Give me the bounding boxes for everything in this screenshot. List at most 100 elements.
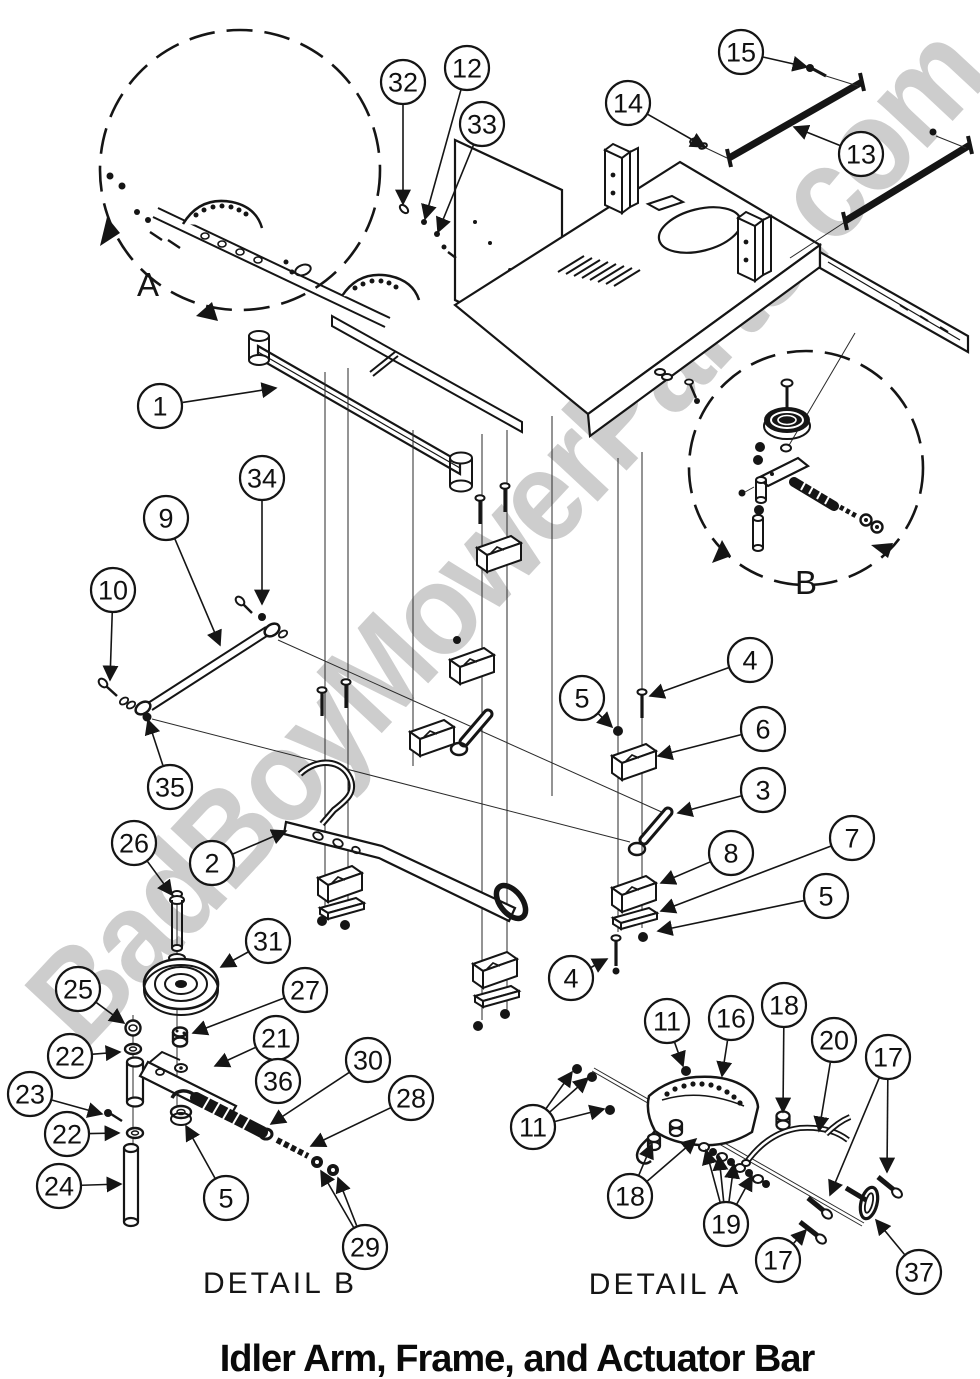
leader-line: [51, 1099, 104, 1118]
callout-32-0: 32: [379, 58, 427, 206]
callout-number: 10: [98, 576, 128, 606]
callout-number: 12: [452, 54, 482, 84]
linkage-parts: [315, 481, 674, 1031]
elbow-link-3: [627, 806, 674, 857]
ring-37: [844, 1185, 880, 1221]
callout-number: 15: [726, 38, 756, 68]
callout-29-25: 29: [320, 1169, 389, 1271]
callout-balloon: [726, 636, 774, 684]
callout-number: 37: [904, 1258, 934, 1288]
callout-balloon: [643, 997, 691, 1045]
callout-balloon: [35, 1162, 83, 1210]
circle-b-label: B: [795, 564, 817, 601]
leader-line: [144, 718, 164, 766]
callout-2-12: 2: [188, 829, 288, 887]
callout-balloon: [379, 58, 427, 106]
washer-22-upper: [123, 1042, 143, 1056]
spacer-27: [171, 1026, 189, 1048]
leader-line: [659, 845, 831, 914]
callout-22-22: 22: [43, 1110, 121, 1158]
leader-line: [545, 1070, 573, 1109]
callout-number: 7: [844, 824, 859, 854]
diagram-title: Idler Arm, Frame, and Actuator Bar: [220, 1338, 816, 1379]
callout-number: 23: [15, 1080, 45, 1110]
callout-number: 31: [253, 927, 283, 957]
callout-balloon: [142, 494, 190, 542]
callout-number: 3: [755, 776, 770, 806]
vent-slots: [557, 255, 641, 287]
leader-line: [555, 1104, 606, 1123]
callout-balloon: [188, 839, 236, 887]
callout-34-7: 34: [238, 454, 286, 606]
callout-number: 13: [846, 140, 876, 170]
leader-line: [790, 1228, 808, 1246]
callout-number: 33: [467, 110, 497, 140]
detail-circle-a: A: [98, 28, 421, 328]
leader-line: [269, 1071, 350, 1125]
callout-number: 17: [763, 1246, 793, 1276]
nuts-29: [311, 1156, 339, 1176]
c-channel-bracket: [603, 142, 639, 215]
callout-17-38: 17: [828, 1033, 912, 1197]
callout-balloon: [717, 28, 765, 76]
callout-number: 28: [396, 1084, 426, 1114]
leader-line: [763, 56, 809, 72]
callout-number: 1: [152, 392, 167, 422]
leader-line: [638, 1142, 654, 1176]
callout-balloon: [864, 1033, 912, 1081]
callout-number: 18: [615, 1182, 645, 1212]
callout-balloon: [837, 130, 885, 178]
leader-line: [828, 1077, 880, 1197]
washer-22-lower: [125, 1126, 145, 1140]
leader-line: [590, 958, 609, 973]
callout-33-2: 33: [436, 100, 506, 234]
callout-number: 17: [873, 1043, 903, 1073]
callout-balloon: [54, 965, 102, 1013]
callout-balloon: [754, 1236, 802, 1284]
leader-line: [724, 1162, 741, 1202]
callout-9-8: 9: [142, 494, 222, 647]
leader-line: [736, 1174, 753, 1205]
callout-balloon: [110, 819, 158, 867]
callout-balloon: [254, 1057, 302, 1105]
callout-37-43: 37: [874, 1218, 943, 1296]
callout-balloon: [238, 454, 286, 502]
callout-number: 5: [218, 1184, 233, 1214]
leader-line: [102, 612, 119, 682]
detail-b-label: DETAIL B: [203, 1267, 357, 1300]
leader-line: [232, 829, 288, 855]
callout-27-15: 27: [191, 966, 329, 1036]
callout-13-5: 13: [792, 124, 885, 178]
callout-number: 26: [119, 829, 149, 859]
leader-line: [656, 733, 741, 761]
callout-15-4: 15: [717, 28, 809, 76]
callout-26-11: 26: [110, 819, 173, 897]
callout-28-20: 28: [309, 1074, 435, 1147]
callout-36-18: 36: [254, 1057, 302, 1105]
callout-16-35: 16: [707, 994, 755, 1078]
leader-line: [219, 951, 249, 968]
callout-number: 27: [290, 976, 320, 1006]
leader-line: [716, 1040, 733, 1078]
callout-21-17: 21: [213, 1014, 300, 1068]
callout-balloon: [558, 674, 606, 722]
callout-number: 5: [818, 882, 833, 912]
callout-4-26: 4: [648, 636, 774, 699]
callout-balloon: [244, 917, 292, 965]
callout-balloon: [43, 1110, 91, 1158]
callout-number: 8: [723, 839, 738, 869]
detail-a-exploded: [572, 1064, 903, 1245]
callout-balloon: [341, 1223, 389, 1271]
callout-5-32: 5: [656, 872, 850, 936]
callout-number: 24: [44, 1172, 74, 1202]
callout-number: 14: [613, 89, 643, 119]
callout-number: 20: [819, 1026, 849, 1056]
callout-22-16: 22: [46, 1032, 122, 1080]
circle-a-label: A: [137, 266, 159, 303]
callout-balloon: [136, 382, 184, 430]
clevis-pins-17: [798, 1175, 903, 1245]
callout-number: 4: [563, 964, 578, 994]
callout-8-30: 8: [659, 829, 755, 885]
callout-35-10: 35: [144, 718, 194, 811]
